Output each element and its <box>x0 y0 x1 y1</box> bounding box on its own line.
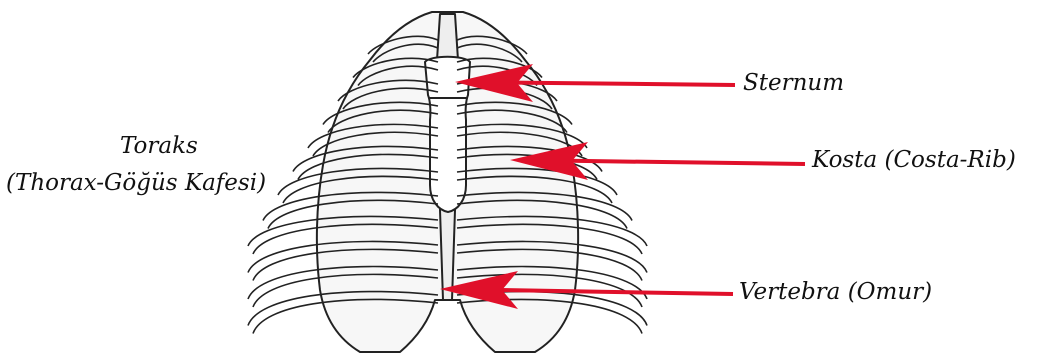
label-kosta: Kosta (Costa-Rib) <box>812 147 1016 173</box>
title-line-1: Toraks <box>120 133 198 159</box>
label-sternum: Sternum <box>743 70 844 96</box>
label-vertebra: Vertebra (Omur) <box>739 279 932 305</box>
title-line-2: (Thorax-Göğüs Kafesi) <box>6 170 266 196</box>
